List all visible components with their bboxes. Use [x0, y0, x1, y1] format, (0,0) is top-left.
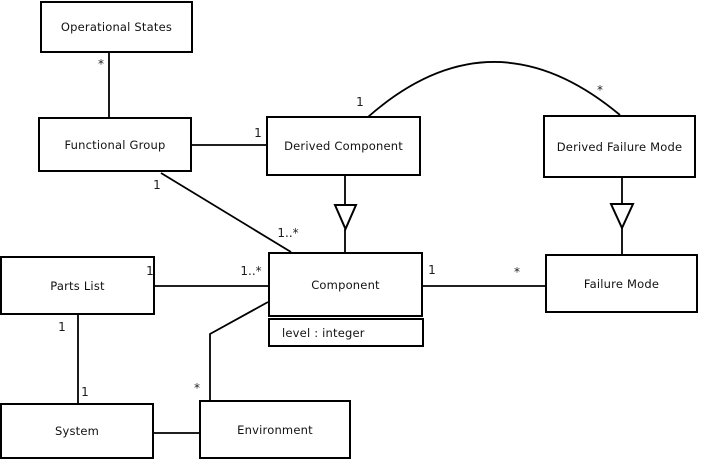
class-derived-component[interactable]: Derived Component	[266, 116, 421, 176]
association-arc-derived-component-derived-failure-mode	[367, 61, 621, 118]
generalization-arrow-icon	[609, 203, 635, 231]
class-name: Environment	[237, 422, 313, 437]
multiplicity-label: 1	[81, 385, 89, 399]
class-derived-failure-mode[interactable]: Derived Failure Mode	[543, 115, 696, 178]
multiplicity-label: *	[597, 83, 603, 97]
class-failure-mode[interactable]: Failure Mode	[545, 254, 698, 313]
multiplicity-label: 1..*	[240, 264, 262, 278]
multiplicity-label: 1	[356, 95, 364, 109]
class-environment[interactable]: Environment	[199, 400, 351, 459]
multiplicity-label: 1	[254, 126, 262, 140]
class-component-attributes[interactable]: level : integer	[268, 318, 424, 347]
generalization-arrow-icon	[333, 204, 358, 232]
class-name: Parts List	[50, 278, 105, 293]
multiplicity-label: *	[98, 57, 104, 71]
class-system[interactable]: System	[0, 403, 154, 459]
multiplicity-label: 1..*	[277, 226, 299, 240]
class-name: Failure Mode	[583, 276, 660, 291]
multiplicity-label: 1	[428, 263, 436, 277]
class-functional-group[interactable]: Functional Group	[38, 117, 192, 172]
class-name: Derived Component	[284, 139, 403, 153]
multiplicity-label: *	[194, 381, 200, 395]
class-operational-states[interactable]: Operational States	[40, 1, 193, 53]
class-name: Component	[311, 277, 380, 292]
multiplicity-label: 1	[153, 178, 161, 192]
class-attribute: level : integer	[282, 325, 365, 340]
association-environment-component	[209, 301, 269, 400]
class-name: System	[54, 424, 100, 438]
class-name: Functional Group	[64, 137, 166, 152]
association-functional-group-component	[160, 172, 292, 253]
class-component[interactable]: Component	[268, 252, 423, 317]
class-name: Operational States	[60, 20, 173, 34]
class-name: Derived Failure Mode	[556, 139, 683, 154]
multiplicity-label: 1	[58, 320, 66, 334]
multiplicity-label: 1	[146, 264, 154, 278]
class-parts-list[interactable]: Parts List	[0, 256, 155, 315]
multiplicity-label: *	[514, 265, 520, 279]
